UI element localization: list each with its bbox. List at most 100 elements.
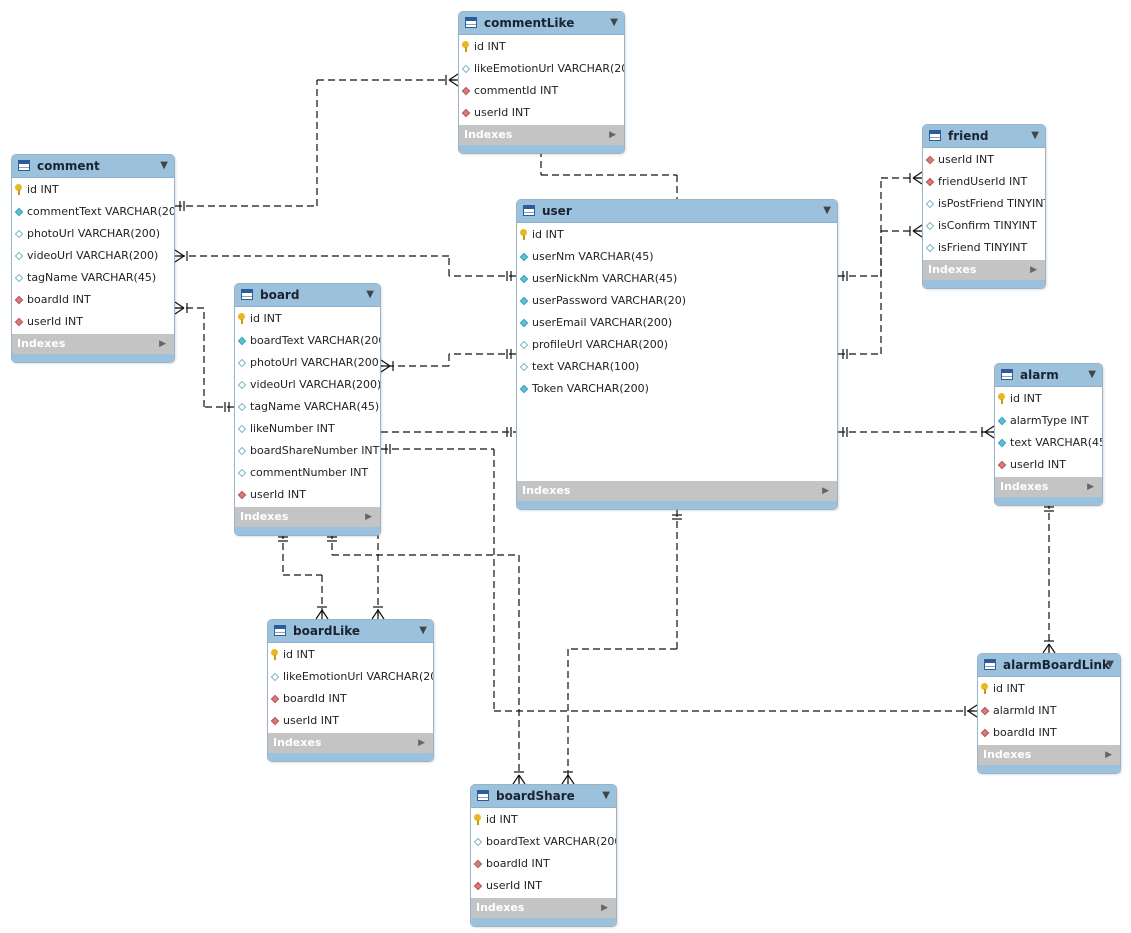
column-row[interactable]: id INT [235, 308, 380, 330]
relationship-12[interactable] [381, 444, 978, 718]
column-row[interactable]: profileUrl VARCHAR(200) [517, 334, 837, 356]
expand-arrow-icon[interactable]: ▶ [822, 486, 829, 496]
expand-arrow-icon[interactable]: ▶ [159, 339, 166, 349]
table-header[interactable]: comment▼ [12, 155, 174, 178]
relationship-5[interactable] [838, 171, 923, 281]
expand-arrow-icon[interactable]: ▶ [1030, 265, 1037, 275]
indexes-section[interactable]: Indexes▶ [471, 898, 616, 918]
column-row[interactable]: id INT [268, 644, 433, 666]
indexes-section[interactable]: Indexes▶ [235, 507, 380, 527]
indexes-section[interactable]: Indexes▶ [978, 745, 1120, 765]
column-row[interactable]: text VARCHAR(45) [995, 432, 1102, 454]
relationship-user-boardLike[interactable] [371, 532, 385, 620]
column-row[interactable]: id INT [995, 388, 1102, 410]
column-row[interactable]: videoUrl VARCHAR(200) [12, 245, 174, 267]
table-header[interactable]: alarmBoardLink▼ [978, 654, 1120, 677]
relationship-10[interactable] [327, 532, 526, 785]
table-header[interactable]: commentLike▼ [459, 12, 624, 35]
column-row[interactable]: userId INT [235, 484, 380, 506]
table-header[interactable]: user▼ [517, 200, 837, 223]
column-row[interactable]: likeNumber INT [235, 418, 380, 440]
collapse-triangle-icon[interactable]: ▼ [823, 205, 831, 216]
column-row[interactable]: photoUrl VARCHAR(200) [235, 352, 380, 374]
relationship-13[interactable] [1042, 502, 1056, 654]
relationship-11[interactable] [561, 510, 682, 785]
collapse-triangle-icon[interactable]: ▼ [419, 625, 427, 636]
column-row[interactable]: boardText VARCHAR(200) [471, 831, 616, 853]
column-row[interactable]: text VARCHAR(100) [517, 356, 837, 378]
indexes-section[interactable]: Indexes▶ [12, 334, 174, 354]
column-row[interactable]: id INT [517, 224, 837, 246]
column-row[interactable]: boardId INT [12, 289, 174, 311]
column-row[interactable]: likeEmotionUrl VARCHAR(200) [268, 666, 433, 688]
column-row[interactable]: tagName VARCHAR(45) [235, 396, 380, 418]
column-row[interactable]: userNm VARCHAR(45) [517, 246, 837, 268]
column-row[interactable]: id INT [459, 36, 624, 58]
table-header[interactable]: boardLike▼ [268, 620, 433, 643]
collapse-triangle-icon[interactable]: ▼ [1088, 369, 1096, 380]
column-row[interactable]: commentNumber INT [235, 462, 380, 484]
indexes-section[interactable]: Indexes▶ [995, 477, 1102, 497]
expand-arrow-icon[interactable]: ▶ [418, 738, 425, 748]
column-row[interactable]: userPassword VARCHAR(20) [517, 290, 837, 312]
column-row[interactable]: userId INT [995, 454, 1102, 476]
column-row[interactable]: photoUrl VARCHAR(200) [12, 223, 174, 245]
collapse-triangle-icon[interactable]: ▼ [1031, 130, 1039, 141]
column-row[interactable]: id INT [12, 179, 174, 201]
relationship-9[interactable] [381, 427, 516, 437]
column-row[interactable]: boardShareNumber INT [235, 440, 380, 462]
column-row[interactable]: commentId INT [459, 80, 624, 102]
relationship-4[interactable] [380, 349, 516, 373]
relationship-8[interactable] [278, 532, 329, 620]
column-row[interactable]: userEmail VARCHAR(200) [517, 312, 837, 334]
column-row[interactable]: videoUrl VARCHAR(200) [235, 374, 380, 396]
table-header[interactable]: alarm▼ [995, 364, 1102, 387]
expand-arrow-icon[interactable]: ▶ [609, 130, 616, 140]
column-row[interactable]: friendUserId INT [923, 171, 1045, 193]
column-row[interactable]: Token VARCHAR(200) [517, 378, 837, 400]
column-row[interactable]: alarmId INT [978, 700, 1120, 722]
collapse-triangle-icon[interactable]: ▼ [610, 17, 618, 28]
column-row[interactable]: id INT [978, 678, 1120, 700]
column-row[interactable]: userId INT [923, 149, 1045, 171]
indexes-section[interactable]: Indexes▶ [459, 125, 624, 145]
column-row[interactable]: userNickNm VARCHAR(45) [517, 268, 837, 290]
expand-arrow-icon[interactable]: ▶ [1087, 482, 1094, 492]
collapse-triangle-icon[interactable]: ▼ [160, 160, 168, 171]
collapse-triangle-icon[interactable]: ▼ [366, 289, 374, 300]
column-row[interactable]: userId INT [268, 710, 433, 732]
relationship-3[interactable] [174, 301, 234, 412]
column-row[interactable]: boardId INT [471, 853, 616, 875]
column-row[interactable]: alarmType INT [995, 410, 1102, 432]
relationship-2[interactable] [174, 249, 516, 281]
column-row[interactable]: tagName VARCHAR(45) [12, 267, 174, 289]
column-row[interactable]: boardId INT [978, 722, 1120, 744]
expand-arrow-icon[interactable]: ▶ [365, 512, 372, 522]
column-row[interactable]: userId INT [471, 875, 616, 897]
column-row[interactable]: commentText VARCHAR(200) [12, 201, 174, 223]
column-row[interactable]: userId INT [459, 102, 624, 124]
relationship-0[interactable] [175, 73, 459, 211]
indexes-section[interactable]: Indexes▶ [923, 260, 1045, 280]
column-row[interactable]: id INT [471, 809, 616, 831]
table-header[interactable]: board▼ [235, 284, 380, 307]
indexes-section[interactable]: Indexes▶ [268, 733, 433, 753]
relationship-7[interactable] [838, 425, 995, 439]
indexes-section[interactable]: Indexes▶ [517, 481, 837, 501]
expand-arrow-icon[interactable]: ▶ [601, 903, 608, 913]
table-header[interactable]: friend▼ [923, 125, 1045, 148]
column-row[interactable]: isConfirm TINYINT [923, 215, 1045, 237]
column-row[interactable]: isPostFriend TINYINT [923, 193, 1045, 215]
expand-arrow-icon[interactable]: ▶ [1105, 750, 1112, 760]
column-row[interactable]: isFriend TINYINT [923, 237, 1045, 259]
column-row[interactable]: userId INT [12, 311, 174, 333]
